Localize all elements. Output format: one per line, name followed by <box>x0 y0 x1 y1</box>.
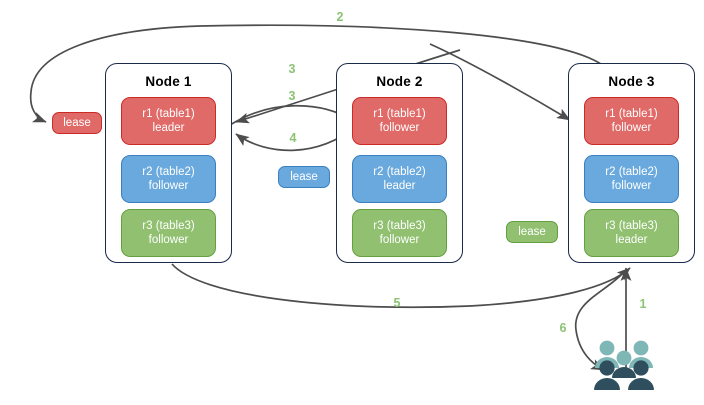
node-1-replica-r1[interactable]: r1 (table1) leader <box>121 97 216 145</box>
node-3-replica-r2-role: follower <box>611 180 652 192</box>
lease-chip-green-label: lease <box>518 226 546 238</box>
node-1-replica-r3[interactable]: r3 (table3) follower <box>121 209 216 257</box>
node-2-replica-r1-name: r1 (table1) <box>373 108 426 120</box>
node-2-replica-r1-role: follower <box>379 122 420 134</box>
node-2-replica-r2-role: leader <box>383 180 416 192</box>
node-1-replica-r1-name: r1 (table1) <box>142 108 195 120</box>
lease-chip-blue[interactable]: lease <box>278 166 330 188</box>
node-1-replica-r1-role: leader <box>152 122 185 134</box>
node-2-replica-r2[interactable]: r2 (table2) leader <box>352 155 447 203</box>
step-label-3-near: 3 <box>288 89 296 103</box>
node-2-title: Node 2 <box>376 74 423 89</box>
node-1-replica-r2-name: r2 (table2) <box>142 166 195 178</box>
node-1-replica-r3-name: r3 (table3) <box>142 220 195 232</box>
step-label-1: 1 <box>639 297 647 311</box>
node-2-replica-r2-name: r2 (table2) <box>373 166 426 178</box>
node-3-title: Node 3 <box>608 74 655 89</box>
step-label-4: 4 <box>289 131 297 145</box>
lease-chip-blue-label: lease <box>290 171 318 183</box>
step-label-6: 6 <box>559 321 567 335</box>
people-group-icon <box>594 340 654 390</box>
node-3-replica-r1-role: follower <box>611 122 652 134</box>
lease-chip-red[interactable]: lease <box>52 112 102 134</box>
lease-chip-green[interactable]: lease <box>506 221 558 243</box>
node-3-replica-r2-name: r2 (table2) <box>605 166 658 178</box>
node-3-replica-r3-name: r3 (table3) <box>605 220 658 232</box>
node-2-replica-r3-name: r3 (table3) <box>373 220 426 232</box>
node-2-replica-r1[interactable]: r1 (table1) follower <box>352 97 447 145</box>
node-1-replica-r2-role: follower <box>148 180 189 192</box>
node-2-replica-r3[interactable]: r3 (table3) follower <box>352 209 447 257</box>
node-3-replica-r2[interactable]: r2 (table2) follower <box>584 155 679 203</box>
arrow-step-6 <box>575 271 625 371</box>
node-3-replica-r3[interactable]: r3 (table3) leader <box>584 209 679 257</box>
step-label-5: 5 <box>393 296 401 310</box>
node-3-replica-r1-name: r1 (table1) <box>605 108 658 120</box>
lease-chip-red-label: lease <box>63 117 91 129</box>
node-1-replica-r3-role: follower <box>148 234 189 246</box>
node-1-replica-r2[interactable]: r2 (table2) follower <box>121 155 216 203</box>
node-3-replica-r3-role: leader <box>615 234 648 246</box>
step-label-2: 2 <box>336 10 344 24</box>
node-1-title: Node 1 <box>145 74 192 89</box>
node-3-replica-r1[interactable]: r1 (table1) follower <box>584 97 679 145</box>
step-label-3-far: 3 <box>288 62 296 76</box>
node-2-replica-r3-role: follower <box>379 234 420 246</box>
